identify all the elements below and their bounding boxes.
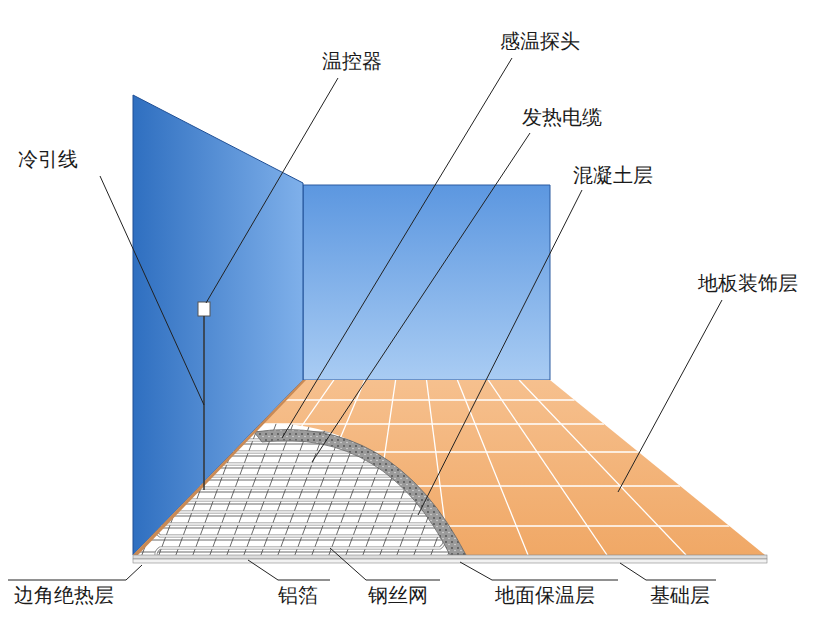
drawing-line bbox=[463, 400, 523, 560]
drawing-line bbox=[120, 540, 480, 541]
heating-cable bbox=[156, 440, 444, 560]
drawing-line bbox=[120, 444, 480, 445]
part-label: 地面保温层 bbox=[495, 584, 595, 606]
part-label: 基础层 bbox=[650, 584, 710, 606]
drawing-line bbox=[284, 399, 575, 400]
part-label: 发热电缆 bbox=[522, 106, 602, 128]
part-label: 温控器 bbox=[322, 50, 382, 72]
part-label: 混凝土层 bbox=[573, 164, 653, 186]
heating-cable bbox=[156, 440, 444, 560]
part-label: 感温探头 bbox=[500, 30, 580, 52]
drawing-line bbox=[120, 528, 480, 529]
drawing-line bbox=[120, 552, 480, 553]
part-label: 边角绝热层 bbox=[14, 584, 114, 606]
drawing-line bbox=[120, 456, 480, 457]
part-label: 钢丝网 bbox=[368, 584, 428, 606]
drawing-line bbox=[457, 380, 528, 555]
drawing-line bbox=[120, 480, 480, 481]
drawing-line bbox=[120, 420, 480, 421]
drawing-line bbox=[519, 380, 686, 555]
drawing-line bbox=[260, 423, 604, 424]
part-label: 冷引线 bbox=[18, 148, 78, 170]
part-label: 地板装饰层 bbox=[698, 272, 798, 294]
drawing-line bbox=[120, 492, 480, 493]
drawing-line bbox=[488, 380, 607, 555]
drawing-line bbox=[120, 468, 480, 469]
part-label: 铝箔 bbox=[278, 584, 318, 606]
